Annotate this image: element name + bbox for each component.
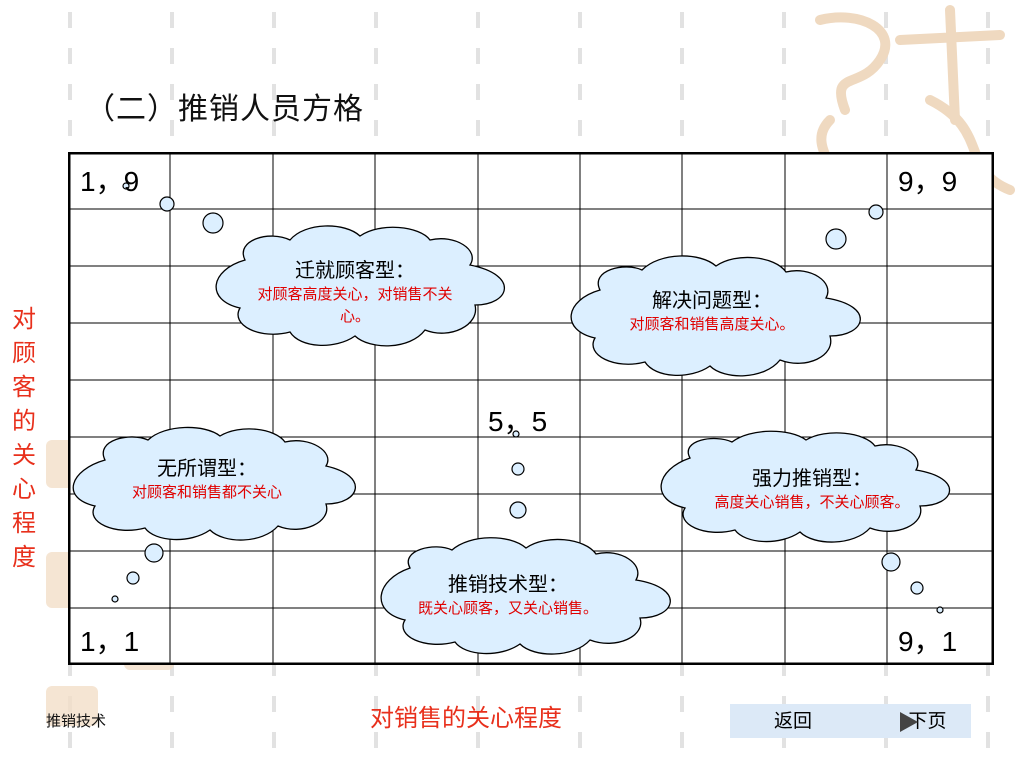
type-description: 对顾客和销售都不关心 xyxy=(131,483,282,501)
x-axis-label: 对销售的关心程度 xyxy=(370,704,562,732)
footer-course-label: 推销技术 xyxy=(46,712,107,730)
cloud-problem-solving xyxy=(570,255,861,377)
type-sales-technique: 推销技术型： 既关心顾客，又关心销售。 xyxy=(410,568,606,619)
type-description: 对顾客高度关心，对销售不关心。 xyxy=(257,285,453,325)
cloud-indifferent xyxy=(72,426,356,541)
type-title: 推销技术型： xyxy=(448,572,568,596)
type-description: 对顾客和销售高度关心。 xyxy=(629,315,795,333)
back-button[interactable]: 返回 xyxy=(730,704,856,738)
cloud-hard-selling xyxy=(660,430,951,543)
y-axis-label: 对顾客的关心程度 xyxy=(12,305,36,571)
type-title: 强力推销型： xyxy=(752,466,872,490)
type-description: 高度关心销售，不关心顾客。 xyxy=(714,493,910,511)
type-problem-solving: 解决问题型： 对顾客和销售高度关心。 xyxy=(612,284,812,335)
type-title: 无所谓型： xyxy=(157,456,257,480)
cloud-sales-technique xyxy=(380,537,671,655)
type-title: 迁就顾客型： xyxy=(295,258,415,282)
play-icon[interactable] xyxy=(900,712,918,732)
bubble-icon xyxy=(111,182,944,614)
grid-label-9-1: 9，1 xyxy=(898,626,958,657)
type-indifferent: 无所谓型： 对顾客和销售都不关心 xyxy=(120,452,294,503)
type-description: 既关心顾客，又关心销售。 xyxy=(417,599,598,617)
cloud-accommodating xyxy=(215,225,505,347)
grid-label-1-9: 1，9 xyxy=(80,166,140,197)
grid-label-1-1: 1，1 xyxy=(80,626,140,657)
grid-label-9-9: 9，9 xyxy=(898,166,958,197)
type-accommodating: 迁就顾客型： 对顾客高度关心，对销售不关心。 xyxy=(255,254,455,327)
page-title: （二）推销人员方格 xyxy=(85,92,364,127)
type-title: 解决问题型： xyxy=(652,288,772,312)
grid-label-5-5: 5，5 xyxy=(488,406,548,437)
type-hard-selling: 强力推销型： 高度关心销售，不关心顾客。 xyxy=(702,462,922,513)
